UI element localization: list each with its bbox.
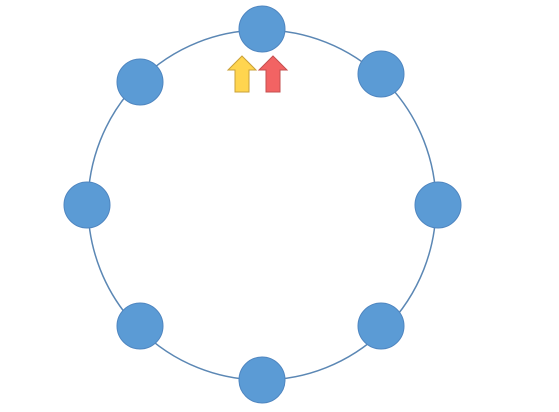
ring-node-5 bbox=[238, 356, 286, 404]
ring-node-7 bbox=[63, 181, 111, 229]
ring-node-1 bbox=[238, 5, 286, 53]
yellow-up-arrow-icon bbox=[226, 55, 258, 93]
ring-node-4 bbox=[357, 302, 405, 350]
ring-node-3 bbox=[414, 181, 462, 229]
red-up-arrow-icon bbox=[257, 55, 289, 93]
ring-node-2 bbox=[357, 50, 405, 98]
ring-node-8 bbox=[116, 58, 164, 106]
ring-node-6 bbox=[116, 302, 164, 350]
